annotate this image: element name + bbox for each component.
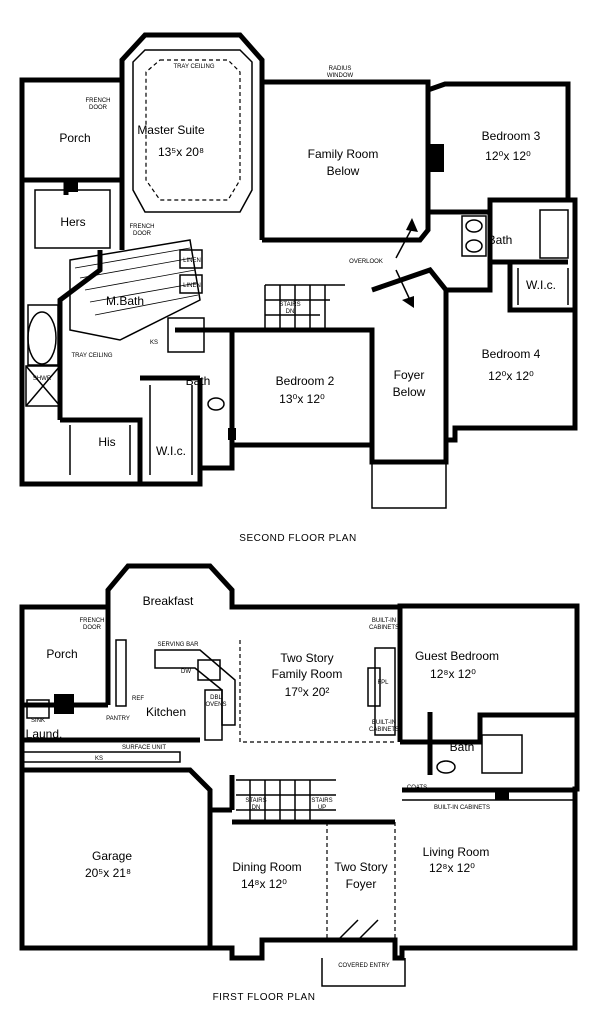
bath-label-1f: Bath bbox=[450, 740, 475, 754]
foyer-below-label-1: Foyer bbox=[394, 368, 425, 382]
bedroom-2-dim: 13⁰x 12⁰ bbox=[279, 392, 325, 406]
bath-label-2: Bath bbox=[488, 233, 513, 247]
shwr-note: SHWR bbox=[33, 376, 52, 382]
built-in-cabinets-note-2a: BUILT-IN bbox=[372, 720, 396, 726]
garage-label: Garage bbox=[92, 849, 132, 863]
porch-label-1f: Porch bbox=[46, 647, 77, 661]
fireplace-note: FPL bbox=[377, 680, 389, 686]
stairs-dn-note-1f-1: STAIRS bbox=[245, 798, 266, 804]
hers-label: Hers bbox=[60, 215, 85, 229]
ks-note-2f: KS bbox=[150, 340, 158, 346]
breakfast-label: Breakfast bbox=[143, 594, 194, 608]
bedroom-2-label: Bedroom 2 bbox=[276, 374, 335, 388]
wic-label-1: W.I.c. bbox=[156, 444, 186, 458]
family-room-dim: 17⁰x 20² bbox=[285, 685, 330, 699]
linen-note-2: LINEN bbox=[183, 283, 201, 289]
foyer-label-2: Foyer bbox=[346, 877, 377, 891]
bedroom-4-dim: 12⁰x 12⁰ bbox=[488, 369, 534, 383]
first-floor-title: FIRST FLOOR PLAN bbox=[213, 992, 316, 1003]
foyer-below-label-2: Below bbox=[393, 385, 426, 399]
master-suite-dim: 13⁵x 20⁸ bbox=[158, 145, 204, 159]
ref-note: REF bbox=[132, 696, 144, 702]
french-door-note-2b: DOOR bbox=[133, 231, 152, 237]
radius-window-note-1: RADIUS bbox=[329, 66, 352, 72]
french-door-note-1f-b: DOOR bbox=[83, 625, 102, 631]
dining-room-dim: 14⁸x 12⁰ bbox=[241, 877, 287, 891]
pantry-note: PANTRY bbox=[106, 716, 130, 722]
guest-bedroom-dim: 12⁸x 12⁰ bbox=[430, 667, 476, 681]
bedroom-3-dim: 12⁰x 12⁰ bbox=[485, 149, 531, 163]
family-room-label-1: Two Story bbox=[280, 651, 333, 665]
built-in-cabinets-note-2b: CABINETS bbox=[369, 727, 399, 733]
built-in-cabinets-note-1b: CABINETS bbox=[369, 625, 399, 631]
stairs-up-note-1: STAIRS bbox=[311, 798, 332, 804]
living-room-label: Living Room bbox=[423, 845, 490, 859]
radius-window-note-2: WINDOW bbox=[327, 73, 354, 79]
dw-note: DW bbox=[181, 669, 191, 675]
built-in-cabinets-note-3: BUILT-IN CABINETS bbox=[434, 805, 490, 811]
tray-ceiling-note-top: TRAY CEILING bbox=[173, 64, 214, 70]
bath-label-1: Bath bbox=[186, 374, 211, 388]
family-room-below-label-1: Family Room bbox=[308, 147, 379, 161]
linen-note-1: LINEN bbox=[183, 258, 201, 264]
mbath-label: M.Bath bbox=[106, 294, 144, 308]
built-in-cabinets-note-1a: BUILT-IN bbox=[372, 618, 396, 624]
first-floor-plan bbox=[19, 563, 580, 987]
master-suite-label: Master Suite bbox=[137, 123, 205, 137]
second-floor-title: SECOND FLOOR PLAN bbox=[239, 533, 356, 544]
french-door-note-1f-a: FRENCH bbox=[80, 618, 105, 624]
ks-note-1f: KS bbox=[95, 756, 103, 762]
bedroom-4-label: Bedroom 4 bbox=[482, 347, 541, 361]
sink-note: SINK bbox=[31, 718, 45, 724]
wic-label-2: W.I.c. bbox=[526, 278, 556, 292]
family-room-below-label-2: Below bbox=[327, 164, 360, 178]
tray-ceiling-note-bottom: TRAY CEILING bbox=[71, 353, 112, 359]
guest-bedroom-label: Guest Bedroom bbox=[415, 649, 499, 663]
porch-label-2f: Porch bbox=[59, 131, 90, 145]
french-door-note-1a: FRENCH bbox=[86, 98, 111, 104]
second-floor-plan bbox=[19, 32, 578, 509]
stairs-dn-note: STAIRS bbox=[279, 302, 300, 308]
surface-unit-note: SURFACE UNIT bbox=[122, 745, 166, 751]
stairs-dn-note-2: DN bbox=[286, 309, 295, 315]
stairs-up-note-2: UP bbox=[318, 805, 326, 811]
kitchen-label: Kitchen bbox=[146, 705, 186, 719]
living-room-dim: 12⁸x 12⁰ bbox=[429, 861, 475, 875]
stairs-dn-note-1f-2: DN bbox=[252, 805, 261, 811]
family-room-label-2: Family Room bbox=[272, 667, 343, 681]
laundry-label: Laund. bbox=[26, 727, 63, 741]
bedroom-3-label: Bedroom 3 bbox=[482, 129, 541, 143]
covered-entry-note: COVERED ENTRY bbox=[338, 963, 390, 969]
coats-note: COATS bbox=[407, 785, 427, 791]
his-label: His bbox=[98, 435, 115, 449]
garage-dim: 20⁵x 21⁸ bbox=[85, 866, 131, 880]
french-door-note-1b: DOOR bbox=[89, 105, 108, 111]
dining-room-label: Dining Room bbox=[232, 860, 301, 874]
dbl-ovens-note-1: DBL bbox=[210, 695, 222, 701]
foyer-label-1: Two Story bbox=[334, 860, 387, 874]
overlook-note: OVERLOOK bbox=[349, 259, 383, 265]
dbl-ovens-note-2: OVENS bbox=[205, 702, 226, 708]
serving-bar-note: SERVING BAR bbox=[158, 642, 200, 648]
french-door-note-2a: FRENCH bbox=[130, 224, 155, 230]
